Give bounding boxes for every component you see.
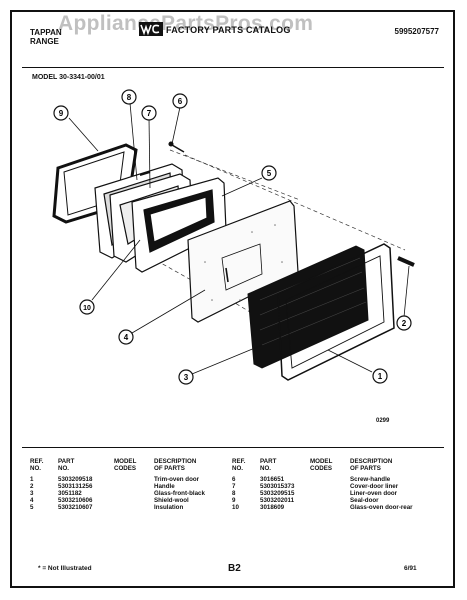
brand-line-2: RANGE — [30, 37, 59, 46]
catalog-code: 5995207577 — [394, 27, 440, 36]
callout-3: 3 — [178, 369, 194, 385]
catalog-date: 6/91 — [404, 565, 417, 572]
svg-text:7: 7 — [147, 109, 152, 118]
page-border — [10, 10, 455, 588]
callout-2: 2 — [396, 315, 412, 331]
page-number: B2 — [228, 563, 241, 574]
callout-6: 6 — [172, 93, 188, 109]
col-ref-no: REF.NO. — [30, 458, 44, 472]
trim-oven-door-part — [277, 243, 395, 381]
callout-10: 10 — [79, 299, 95, 315]
brand-line-1: TAPPAN — [30, 28, 62, 37]
header-rule — [22, 67, 444, 68]
svg-text:10: 10 — [83, 305, 91, 312]
wci-logo-icon — [139, 22, 163, 36]
catalog-title: FACTORY PARTS CATALOG — [166, 25, 291, 35]
callout-4: 4 — [118, 329, 134, 345]
svg-text:4: 4 — [124, 333, 129, 342]
shield-wool-part — [187, 200, 299, 323]
callout-7: 7 — [141, 105, 157, 121]
callout-1: 1 — [372, 368, 388, 384]
leader-lines — [68, 102, 410, 375]
callout-8: 8 — [121, 89, 137, 105]
svg-text:2: 2 — [402, 319, 407, 328]
brand-block: TAPPAN RANGE — [30, 28, 62, 46]
diagram-ref-code: 0299 — [376, 418, 390, 424]
footnote-not-illustrated: * = Not Illustrated — [38, 565, 92, 572]
handle-part — [397, 256, 415, 269]
col-ref-no: REF.NO. — [232, 458, 246, 472]
svg-text:5: 5 — [267, 169, 272, 178]
table-top-rule — [22, 447, 444, 448]
svg-text:1: 1 — [378, 372, 383, 381]
svg-text:9: 9 — [59, 109, 64, 118]
callout-5: 5 — [261, 165, 277, 181]
svg-text:6: 6 — [178, 97, 183, 106]
watermark: AppliancePartsPros.com — [58, 12, 314, 35]
svg-text:3: 3 — [184, 373, 189, 382]
rear-glass-part — [131, 177, 227, 273]
model-number: MODEL 30-3341-00/01 — [32, 74, 105, 81]
svg-text:8: 8 — [127, 93, 132, 102]
callout-9: 9 — [53, 105, 69, 121]
